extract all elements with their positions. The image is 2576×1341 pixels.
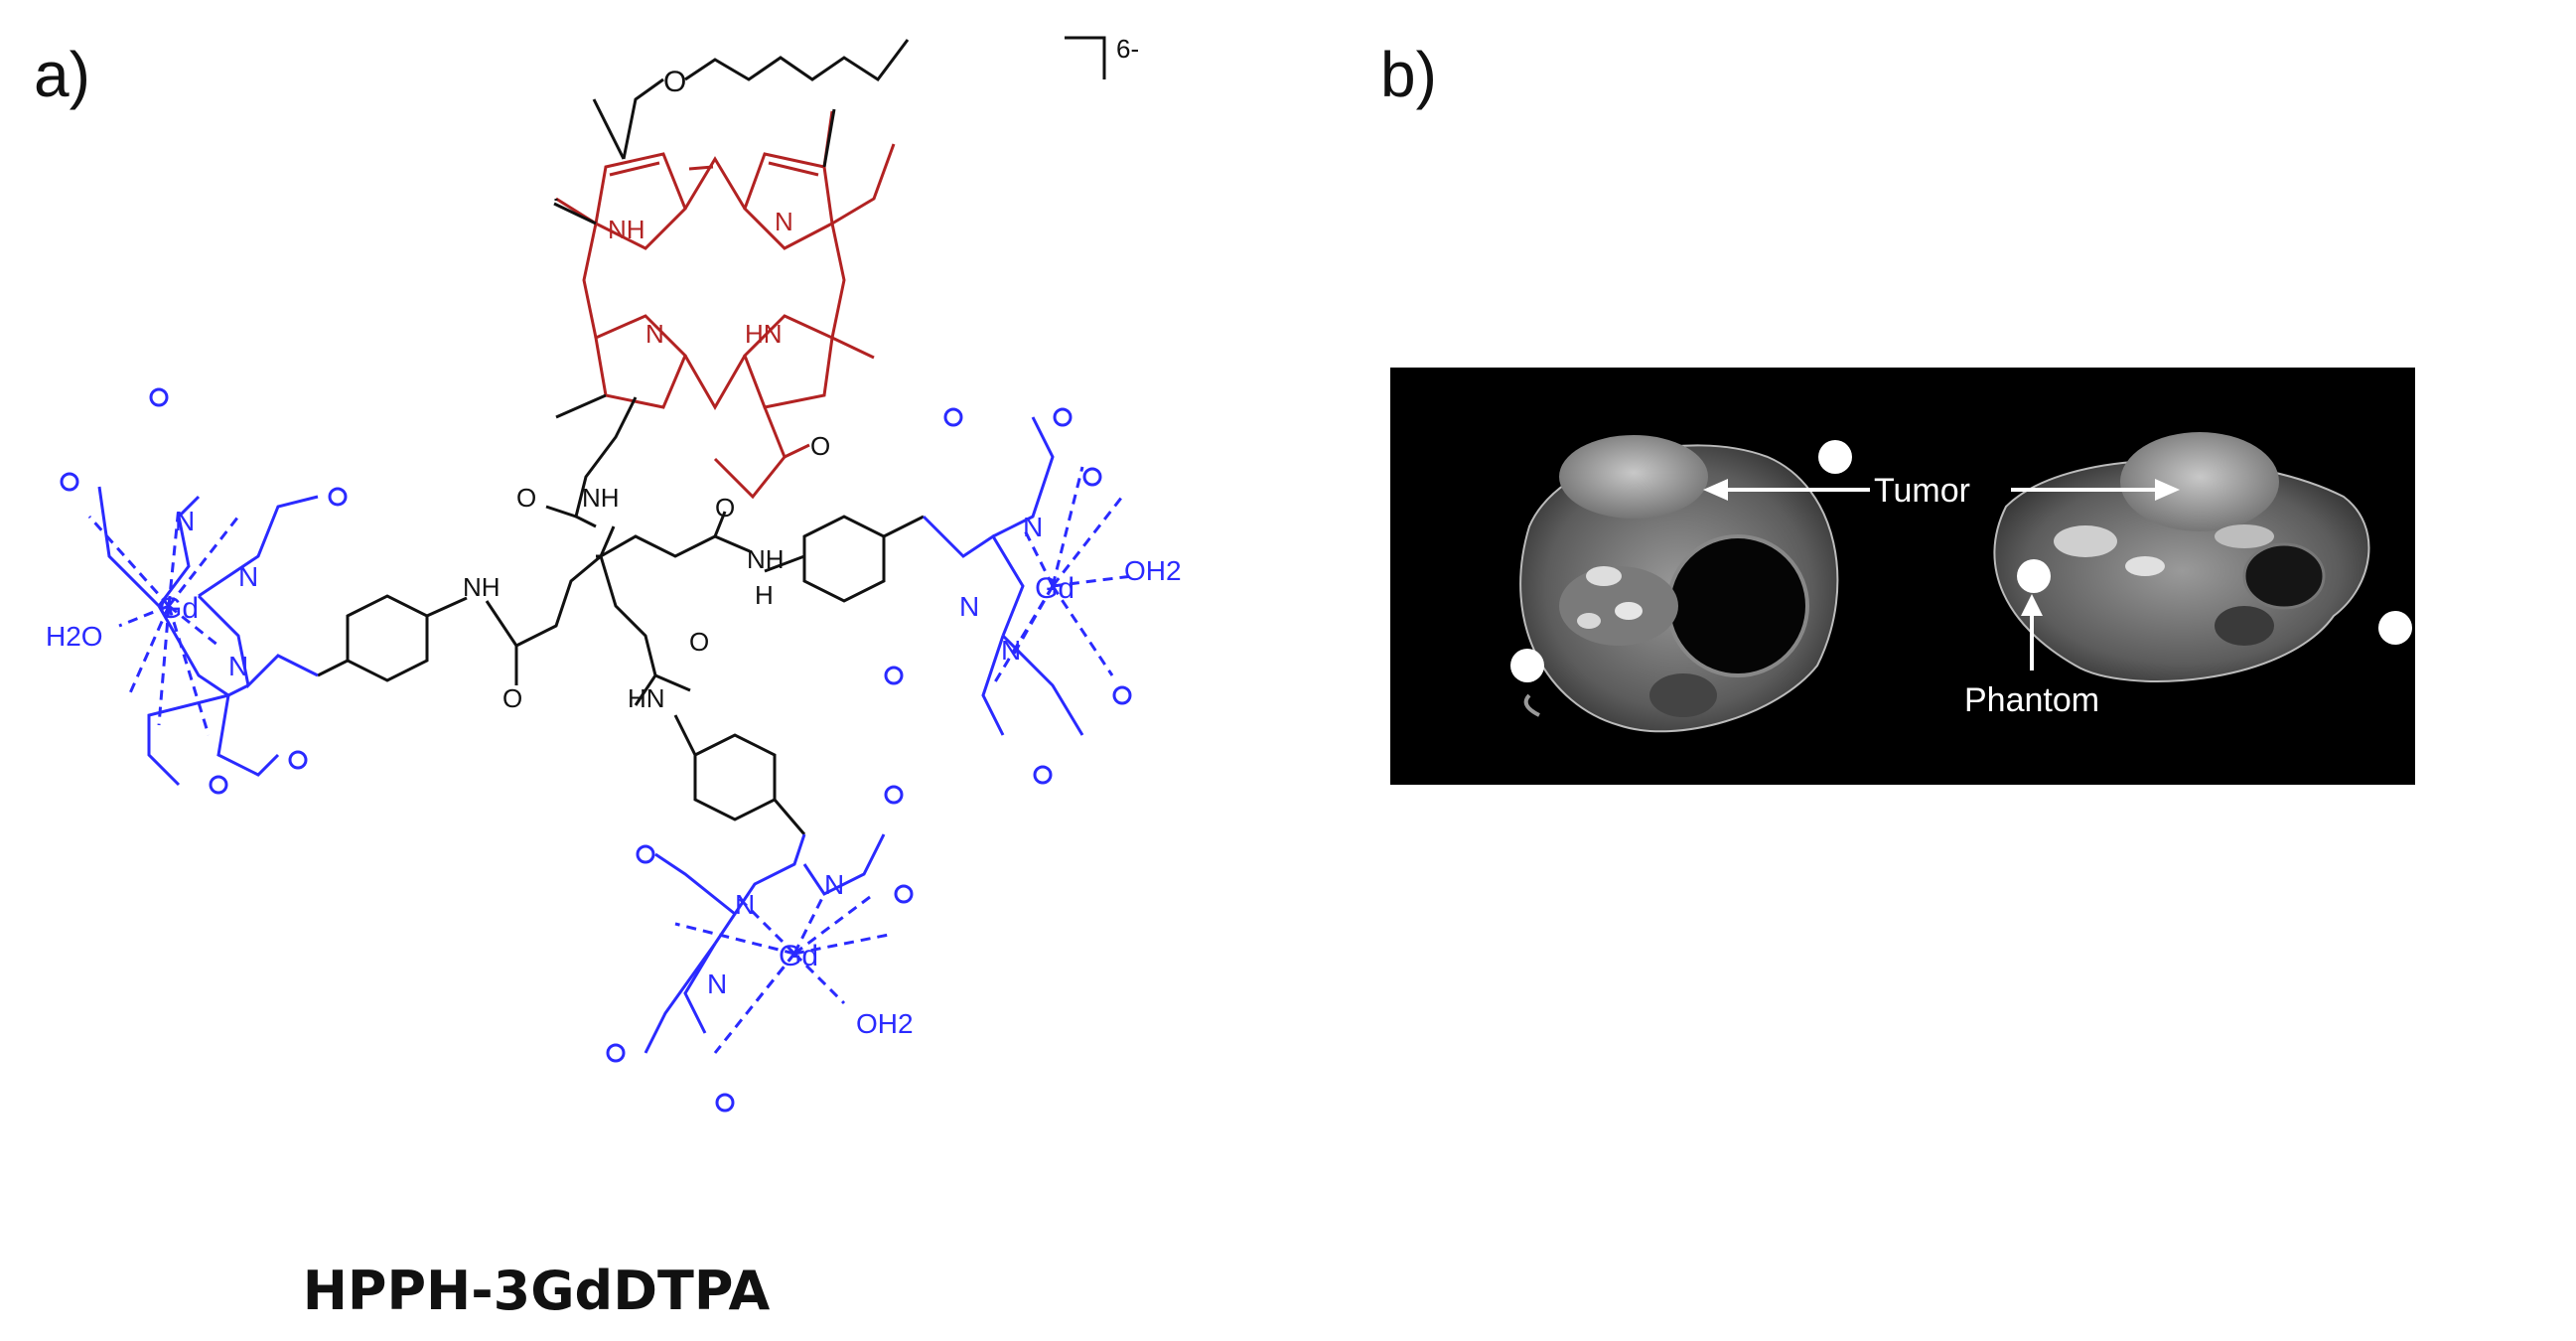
gd-dtpa-right	[884, 407, 1133, 785]
amide-nh-center: NH	[582, 483, 620, 513]
gd-left: Gd	[159, 592, 199, 625]
phantom-label: Phantom	[1964, 681, 2099, 719]
n-left-1: N	[175, 506, 195, 536]
amide-nh-right: NH	[747, 544, 785, 574]
n-bottom-2: N	[824, 869, 844, 900]
mri-image: Tumor Phantom	[1390, 368, 2415, 785]
porphyrin-n-bottom: N	[645, 319, 664, 349]
porphyrin-core	[555, 110, 896, 500]
gd-dtpa-left	[60, 387, 348, 795]
central-linker	[317, 396, 925, 835]
gd-dtpa-bottom	[606, 785, 914, 1113]
charge-label: 6-	[1116, 34, 1139, 64]
gd-bottom: Gd	[779, 940, 818, 972]
n-right-2: N	[959, 591, 979, 622]
n-bottom-3: N	[707, 968, 727, 999]
porphyrin-n-top: N	[775, 207, 793, 236]
compound-name: HPPH-3GdDTPA	[302, 1260, 771, 1322]
panel-b-label: b)	[1380, 39, 1437, 110]
n-left-2: N	[238, 561, 258, 592]
tumor-label: Tumor	[1874, 472, 1970, 510]
phantom-arrow	[2021, 594, 2043, 670]
phantom-marker-1	[1818, 440, 1852, 474]
phantom-marker-4	[2378, 611, 2412, 645]
amide-o-bottom: O	[689, 627, 709, 657]
ketone-oxygen: O	[810, 431, 830, 461]
panel-a-label: a)	[34, 39, 90, 110]
ether-chain	[592, 39, 910, 160]
chemical-structure: 6- O NH N N	[46, 34, 1182, 1113]
phantom-marker-2	[1510, 649, 1544, 682]
n-right-3: N	[1001, 635, 1021, 666]
amide-h-right: H	[755, 580, 774, 610]
amide-nh-left: NH	[463, 572, 501, 602]
n-left-3: N	[228, 651, 248, 681]
mri-slice-right	[1993, 432, 2370, 682]
gd-right: Gd	[1035, 572, 1074, 605]
water-left: H2O	[46, 621, 103, 652]
amide-o-right: O	[715, 493, 735, 522]
n-bottom-1: N	[735, 889, 755, 920]
water-right: OH2	[1124, 555, 1182, 586]
porphyrin-hn: HN	[745, 319, 783, 349]
porphyrin-methyls	[553, 108, 836, 419]
tumor-arrows	[1703, 479, 2180, 501]
amide-o-center: O	[516, 483, 536, 513]
ether-oxygen: O	[663, 66, 686, 98]
charge-bracket	[1065, 36, 1106, 79]
water-bottom: OH2	[856, 1008, 914, 1039]
phantom-marker-3	[2017, 559, 2051, 593]
porphyrin-nh: NH	[608, 215, 645, 244]
amide-o-left: O	[502, 683, 522, 713]
mri-slice-left	[1519, 435, 1839, 733]
amide-hn-bottom: HN	[628, 683, 665, 713]
n-right-1: N	[1023, 512, 1043, 542]
